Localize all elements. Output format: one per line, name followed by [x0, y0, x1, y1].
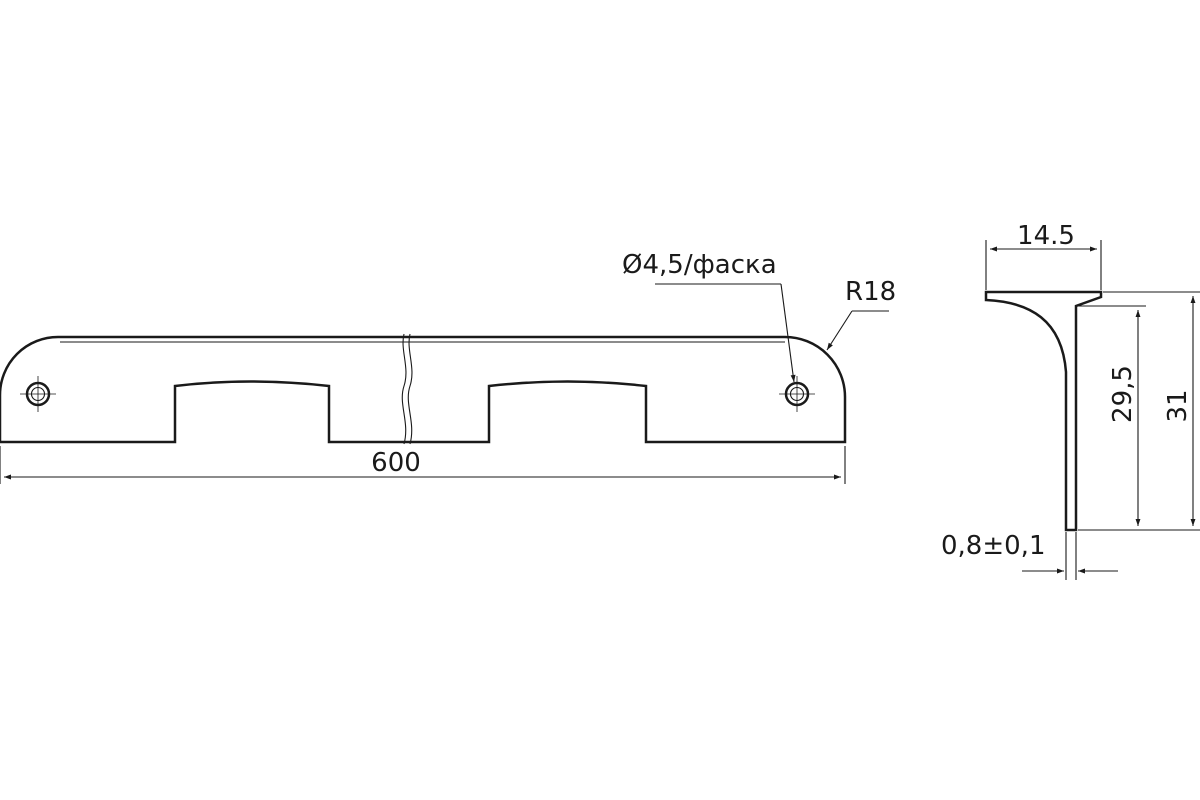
dimension-thickness: 0,8±0,1 — [941, 531, 1118, 580]
hole-label: Ø4,5/фаска — [622, 250, 777, 280]
dimension-inner-height: 29,5 — [1078, 305, 1200, 531]
plate-right-outline — [408, 335, 847, 444]
dimension-flange-width: 14.5 — [985, 221, 1102, 290]
front-view: 600 Ø4,5/фаска R18 — [0, 250, 896, 484]
thickness-label: 0,8±0,1 — [941, 531, 1045, 561]
plate-left-outline — [0, 335, 408, 444]
break-line-2 — [407, 333, 413, 445]
inner-height-label: 29,5 — [1108, 365, 1138, 423]
dimension-length: 600 — [0, 446, 846, 484]
length-label: 600 — [371, 448, 421, 478]
hole-left — [20, 376, 56, 412]
leader-radius: R18 — [826, 277, 896, 351]
side-view: 14.5 29,5 31 0,8±0,1 — [941, 221, 1200, 580]
total-height-label: 31 — [1163, 389, 1193, 422]
dimension-total-height: 31 — [1103, 291, 1200, 526]
profile-outline — [984, 290, 1103, 532]
flange-width-label: 14.5 — [1017, 221, 1075, 251]
leader-hole: Ø4,5/фаска — [622, 250, 796, 383]
break-line — [401, 333, 407, 445]
radius-label: R18 — [845, 277, 896, 307]
hole-right — [779, 376, 815, 412]
